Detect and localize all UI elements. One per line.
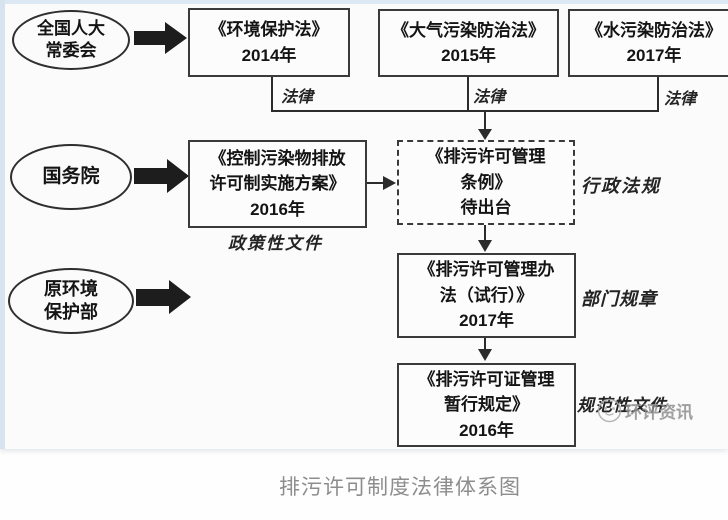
box-line: 暂行规定》 — [444, 395, 529, 415]
department-rules-box: 《排污许可管理办 法（试行）》 2017年 — [397, 253, 576, 338]
issuer-label-line: 常委会 — [45, 41, 97, 60]
category-label-administrative-regulation: 行政法规 — [581, 176, 661, 197]
administrative-regulation-box-pending: 《排污许可管理 条例》 待出台 — [397, 140, 575, 225]
category-label-department-rules: 部门规章 — [581, 289, 657, 310]
law-year: 2014年 — [241, 45, 297, 65]
box-line: 条例》 — [460, 172, 512, 192]
thick-arrow-npc-icon — [134, 22, 187, 54]
law-title: 《水污染防治法》 — [586, 20, 722, 40]
thick-arrow-state-council-icon — [134, 159, 189, 193]
issuer-ellipse-former-mep: 原环境 保护部 — [8, 268, 134, 334]
laws-merge-connector — [271, 76, 659, 130]
issuer-ellipse-npc-standing-committee: 全国人大 常委会 — [12, 10, 130, 70]
edge-strip-left — [0, 0, 5, 449]
law-title: 《环境保护法》 — [209, 20, 329, 39]
box-line: 许可制实施方案》 — [209, 174, 346, 194]
arrow-right-into-regulation-icon — [383, 176, 396, 190]
law-year: 2015年 — [441, 46, 496, 65]
box-line: 《控制污染物排放 — [209, 148, 346, 168]
figure-caption: 排污许可制度法律体系图 — [279, 476, 521, 499]
thick-arrow-mep-icon — [136, 280, 191, 314]
arrow-down-into-measures-icon — [478, 240, 492, 252]
category-label-law: 法律 — [281, 87, 314, 106]
box-line: 2016年 — [250, 199, 305, 219]
watermark-text: 环评资讯 — [625, 403, 693, 423]
watermark: 环评资讯 — [597, 398, 693, 423]
law-box-water-pollution: 《水污染防治法》 2017年 — [568, 9, 728, 77]
box-line: 2017年 — [459, 311, 514, 331]
box-line: 待出台 — [460, 198, 512, 218]
law-year: 2017年 — [626, 46, 682, 65]
box-line: 法（试行）》 — [439, 285, 534, 305]
permit-legal-system-flowchart: 全国人大 常委会 国务院 原环境 保护部 《环境保护法》 2014年 《大气污染… — [0, 0, 728, 449]
box-line: 《排污许可管理办 — [418, 260, 555, 280]
arrow-down-into-provisional-icon — [478, 349, 492, 361]
arrow-down-into-regulation-icon — [478, 129, 492, 140]
law-box-environmental-protection: 《环境保护法》 2014年 — [188, 8, 350, 77]
box-line: 《排污许可管理 — [426, 147, 546, 167]
watermark-logo-icon — [597, 398, 622, 423]
issuer-label-line: 国务院 — [42, 165, 100, 187]
issuer-label-line: 原环境 — [44, 278, 98, 299]
law-title: 《大气污染防治法》 — [392, 20, 545, 40]
issuer-ellipse-state-council: 国务院 — [10, 144, 132, 210]
category-label-law: 法律 — [473, 87, 506, 106]
box-line: 《排污许可证管理 — [418, 369, 555, 389]
box-line: 2016年 — [459, 420, 514, 440]
normative-document-box: 《排污许可证管理 暂行规定》 2016年 — [397, 363, 576, 447]
category-label-policy-document: 政策性文件 — [228, 234, 323, 254]
issuer-label-line: 保护部 — [44, 302, 98, 322]
edge-strip-top — [0, 0, 728, 4]
law-box-air-pollution: 《大气污染防治法》 2015年 — [378, 9, 559, 77]
category-label-law: 法律 — [664, 89, 697, 108]
issuer-label-line: 全国人大 — [37, 18, 105, 38]
policy-document-box: 《控制污染物排放 许可制实施方案》 2016年 — [188, 140, 367, 228]
flow-connectors — [134, 22, 659, 361]
